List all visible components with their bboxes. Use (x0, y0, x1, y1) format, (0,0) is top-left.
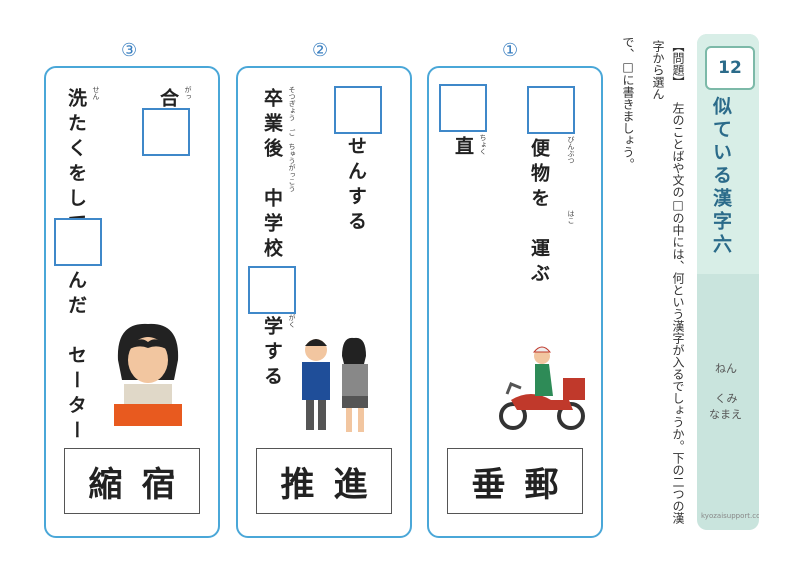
panel-2-sentence-b2: 学する (261, 316, 283, 391)
panel-3-ruby-sen: せん (92, 86, 100, 100)
panel-1-choice-1: 垂 (471, 464, 506, 505)
worksheet-title: 似ている漢字六 (710, 96, 732, 257)
panel-1-number: ① (502, 40, 519, 61)
answer-blank-1[interactable] (527, 86, 575, 134)
panel-3-choices: 縮 宿 (64, 448, 200, 514)
students-illustration (302, 337, 368, 432)
site-credit: kyozaisupport.com (701, 512, 759, 520)
answer-blank-3[interactable] (142, 108, 190, 156)
panel-1-choices: 垂 郵 (447, 448, 583, 514)
panel-2-choice-2: 進 (333, 464, 368, 505)
question-panel-3: 合 がっ 洗たくをして せん んだ セーター 縮 宿 (44, 66, 220, 538)
panel-1-ruby-hako: はこ (567, 210, 575, 224)
question-panel-1: 便物を 運ぶ びんぶつ はこ 直 ちょく 垂 郵 (427, 66, 603, 538)
panel-3-word: 合 (157, 88, 179, 113)
instruction-line-2: で、□に書きましょう。 (621, 36, 635, 170)
name-label: なまえ (709, 408, 742, 421)
worksheet-number: 12 (705, 46, 755, 90)
panel-3-number: ③ (121, 40, 138, 61)
year-label: ねん (715, 362, 737, 375)
delivery-scooter-illustration (499, 346, 585, 430)
answer-blank-1b[interactable] (439, 84, 487, 132)
panel-3-sentence: 洗たくをして (65, 88, 87, 238)
panel-1-choice-2: 郵 (524, 464, 559, 505)
class-label: くみ (715, 392, 738, 405)
answer-blank-3b[interactable] (54, 218, 102, 266)
panel-2-choices: 推 進 (256, 448, 392, 514)
worksheet-header: 12 似ている漢字六 ねん くみ なまえ kyozaisupport.com (697, 34, 759, 530)
panel-2-ruby: そつぎょう ご ちゅうがっこう (288, 86, 296, 192)
answer-blank-2b[interactable] (248, 266, 296, 314)
panel-1-word: 直 (452, 136, 474, 161)
panel-3-choice-2: 宿 (141, 464, 176, 505)
panel-2-ruby-gaku: がく (288, 314, 296, 328)
panel-3-sentence-2: んだ セーター (65, 270, 87, 445)
panel-3-choice-1: 縮 (88, 464, 123, 505)
panel-1-sentence: 便物を 運ぶ (528, 138, 550, 288)
panel-1-ruby-binbutsu: びんぶつ (567, 136, 575, 164)
woman-sweater-illustration (114, 323, 182, 426)
panel-1-ruby-choku: ちょく (479, 134, 487, 155)
panel-2-sentence-b: 卒業後 中学校へ (261, 88, 283, 288)
panel-2-sentence-a: せんする (345, 136, 367, 236)
answer-blank-2[interactable] (334, 86, 382, 134)
instruction-line-1: 【問題】 左のことばや文の□の中には、何という漢字が入るでしょうか。下の二つの漢… (651, 40, 685, 524)
panel-2-number: ② (312, 40, 329, 61)
panel-2-choice-1: 推 (280, 464, 315, 505)
panel-3-ruby-ga: がっ (184, 86, 192, 100)
question-panel-2: せんする 卒業後 中学校へ そつぎょう ご ちゅうがっこう 学する がく 推 進 (236, 66, 412, 538)
